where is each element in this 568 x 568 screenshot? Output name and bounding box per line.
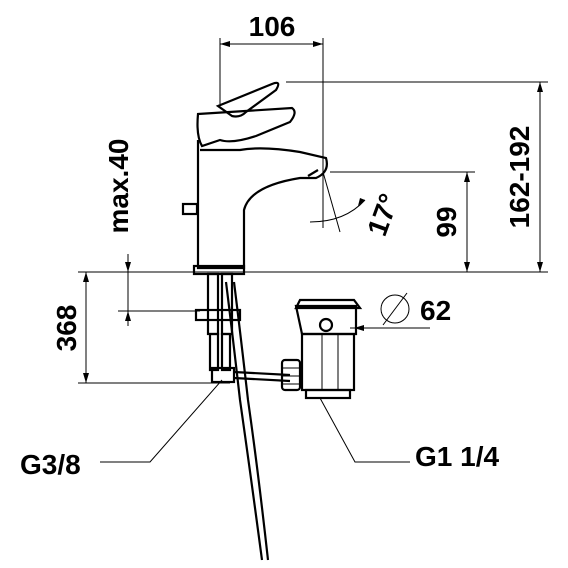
height-range-dimension: 162-192 [504, 126, 535, 229]
max-thickness-dimension: max.40 [103, 139, 134, 234]
dimension-lines [78, 38, 548, 463]
reach-dimension: 106 [249, 11, 296, 42]
thread-right-label: G1 1/4 [415, 441, 499, 472]
installation-parts [194, 272, 363, 561]
diameter-dimension: 62 [420, 295, 451, 326]
angle-dimension: 17° [361, 190, 405, 240]
thread-left-label: G3/8 [20, 449, 81, 480]
spout-height-dimension: 99 [431, 206, 462, 237]
faucet-body [181, 81, 328, 276]
shank-length-dimension: 368 [51, 305, 82, 352]
